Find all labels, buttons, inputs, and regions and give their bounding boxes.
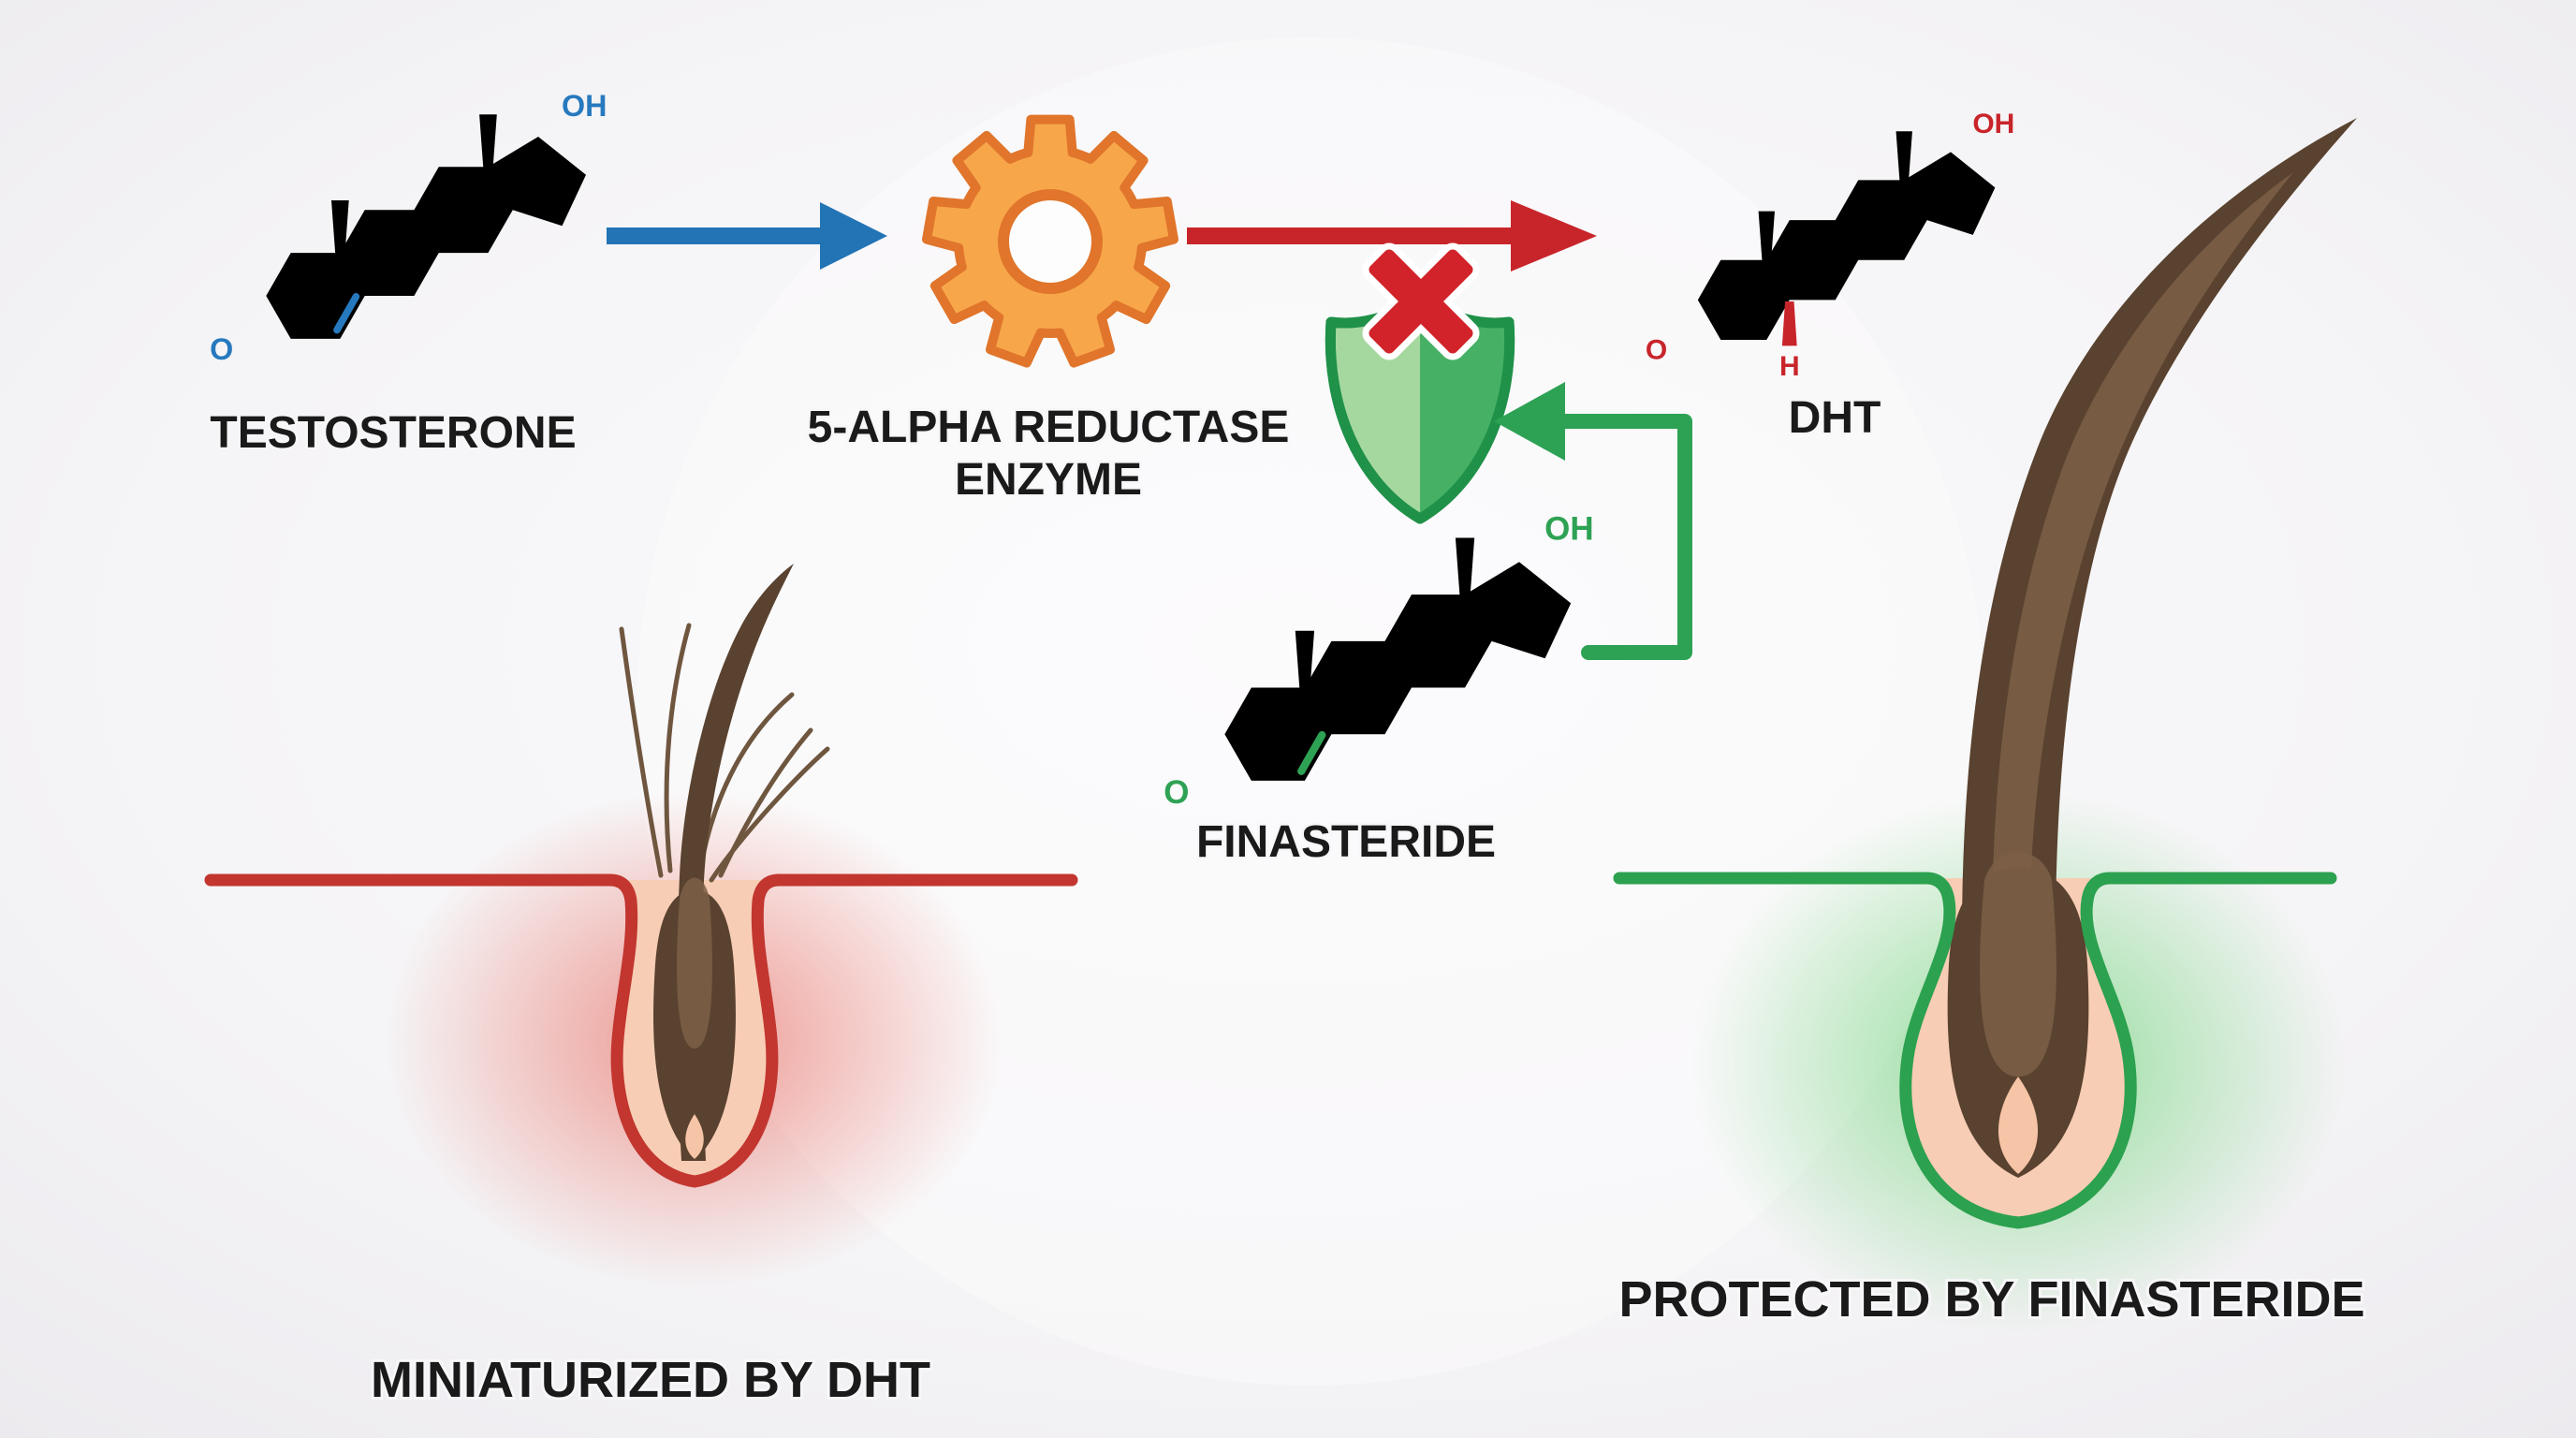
double-bond — [1297, 730, 1326, 775]
hydroxyl-label: OH — [1972, 109, 2014, 139]
hair-wisp — [664, 623, 692, 873]
arrow-head — [1494, 382, 1565, 461]
x-bar — [1368, 249, 1473, 354]
testosterone-label: TESTOSTERONE — [210, 408, 576, 458]
skin-line — [204, 873, 1078, 1188]
dht-molecule: OH O H — [1646, 109, 2014, 382]
dht-production-arrow — [1187, 200, 1597, 271]
bulb-core — [677, 877, 712, 1049]
block-x-icon — [1362, 242, 1480, 360]
inhibition-arrow — [1494, 382, 1692, 660]
hair-wisp — [619, 626, 664, 878]
papilla-notch — [685, 1114, 704, 1159]
left-caption: MINIATURIZED BY DHT — [371, 1352, 930, 1408]
testosterone-molecule: OH O — [210, 89, 607, 366]
hair-strand — [1962, 118, 2357, 936]
hydroxyl-label: OH — [1544, 510, 1593, 547]
enzyme-label-line1: 5-ALPHA REDUCTASE — [808, 403, 1290, 452]
arrow-elbow — [1554, 414, 1692, 660]
papilla-notch — [1998, 1077, 2039, 1174]
arrow-shaft — [607, 227, 824, 244]
finasteride-molecule: OH O — [1164, 510, 1593, 811]
arrow-head — [820, 202, 887, 270]
protected-follicle — [1613, 118, 2357, 1334]
dht-label: DHT — [1789, 393, 1881, 443]
shield-icon — [1325, 294, 1515, 524]
hydrogen-bond — [1781, 301, 1797, 346]
conversion-arrow — [607, 202, 887, 270]
arrow-head — [1511, 200, 1597, 271]
ketone-label: O — [210, 332, 233, 366]
skin-line — [1613, 872, 2337, 1229]
ketone-label: O — [1646, 335, 1667, 366]
bulb-core — [1980, 852, 2056, 1077]
arrow-shaft — [1187, 227, 1515, 244]
ketone-label: O — [1164, 774, 1189, 811]
enzyme-gear-icon — [922, 114, 1178, 368]
right-caption: PROTECTED BY FINASTERIDE — [1618, 1271, 2364, 1328]
double-bond — [333, 293, 360, 334]
miniaturized-follicle — [204, 564, 1078, 1287]
hydroxyl-label: OH — [562, 89, 607, 123]
finasteride-label: FINASTERIDE — [1196, 817, 1496, 867]
hair-wisp — [709, 746, 830, 883]
gear-hole — [998, 189, 1103, 294]
shield-border — [1325, 294, 1515, 524]
enzyme-label-line2: ENZYME — [955, 455, 1142, 505]
hydrogen-label: H — [1779, 351, 1800, 382]
